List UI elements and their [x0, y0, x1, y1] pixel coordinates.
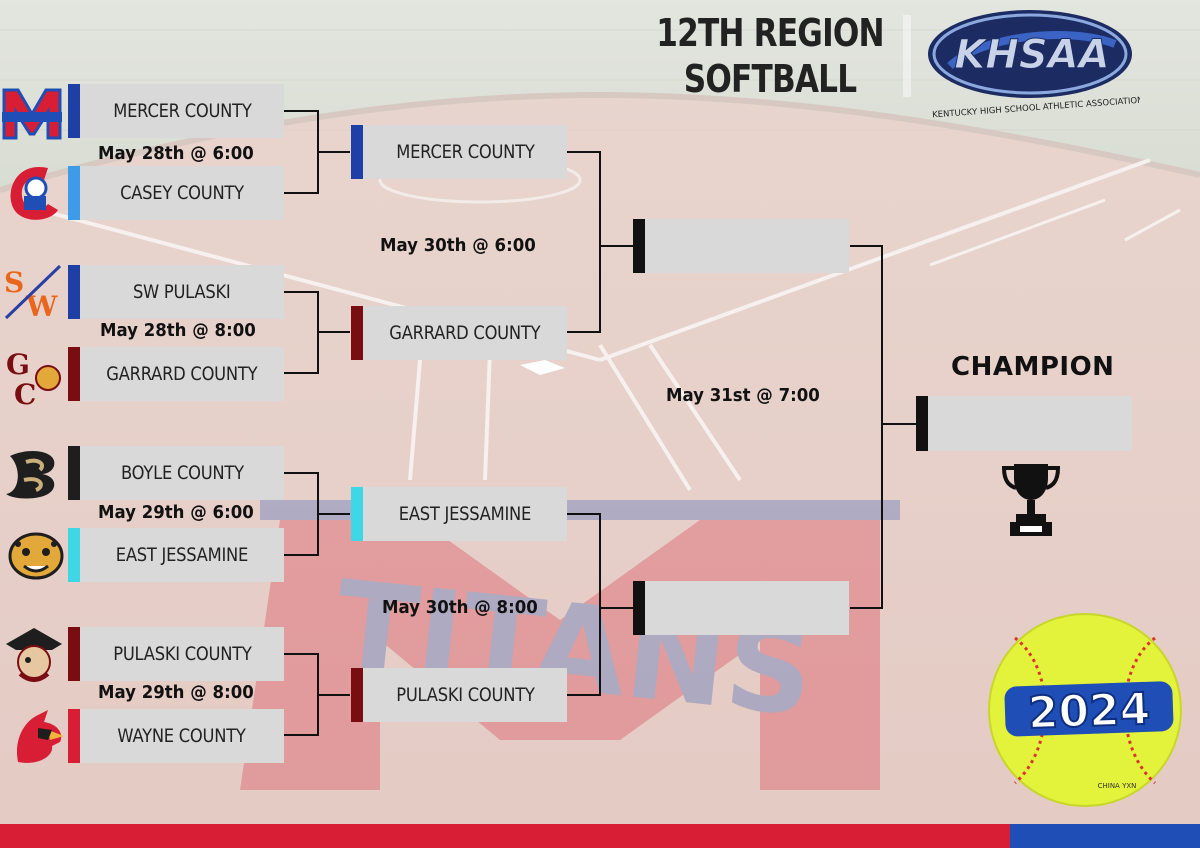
semifinal-slot-1	[645, 219, 849, 273]
team-color-bar	[68, 347, 80, 401]
team-color-bar	[68, 84, 80, 138]
champion-bar	[916, 396, 928, 451]
jaguar-logo	[8, 532, 64, 580]
year-badge-text: 2024	[1027, 684, 1151, 739]
round1-team-5: BOYLE COUNTY	[80, 446, 284, 500]
page-title: 12TH REGION SOFTBALL	[647, 10, 893, 102]
team-color-bar	[68, 265, 80, 319]
title-line-1: 12TH REGION	[656, 11, 884, 55]
trophy-icon	[1001, 464, 1061, 536]
champion-label: CHAMPION	[951, 352, 1115, 382]
round2-team-1: MERCER COUNTY	[363, 125, 567, 179]
round1-team-2: CASEY COUNTY	[80, 166, 284, 220]
team-color-bar	[351, 487, 363, 541]
team-color-bar	[68, 528, 80, 582]
title-line-2: SOFTBALL	[683, 57, 857, 101]
softball-2024-graphic: 2024 CHINA YXN	[988, 613, 1182, 807]
team-color-bar	[68, 627, 80, 681]
casey-rebel-logo	[10, 166, 58, 220]
garrard-gc-logo: G C	[6, 348, 61, 408]
round1-date-2: May 28th @ 8:00	[100, 320, 256, 341]
round1-team-6: EAST JESSAMINE	[80, 528, 284, 582]
svg-text:S: S	[4, 266, 24, 299]
mercer-titans-logo	[2, 88, 62, 140]
khsaa-logo-text: KHSAA	[954, 32, 1109, 78]
team-color-bar	[351, 125, 363, 179]
round1-date-1: May 28th @ 6:00	[98, 143, 254, 164]
team-color-bar	[68, 709, 80, 763]
sw-pulaski-logo: S W	[4, 264, 62, 323]
semifinal-bar	[633, 581, 645, 635]
round2-team-4: PULASKI COUNTY	[363, 668, 567, 722]
khsaa-logo: KHSAA KENTUCKY HIGH SCHOOL ATHLETIC ASSO…	[928, 10, 1140, 120]
team-color-bar	[68, 446, 80, 500]
team-color-bar	[351, 668, 363, 722]
svg-text:C: C	[14, 378, 36, 408]
title-divider	[903, 15, 911, 97]
final-date: May 31st @ 7:00	[666, 385, 820, 406]
semifinal-bar	[633, 219, 645, 273]
boyle-b-logo	[6, 451, 55, 499]
svg-text:G: G	[6, 348, 30, 381]
round1-team-8: WAYNE COUNTY	[80, 709, 284, 763]
team-color-bar	[351, 306, 363, 360]
footer-blue-stripe	[1010, 824, 1200, 848]
pirate-logo	[6, 628, 62, 682]
round2-date-1: May 30th @ 6:00	[380, 235, 536, 256]
round1-team-4: GARRARD COUNTY	[80, 347, 284, 401]
round1-date-3: May 29th @ 6:00	[98, 502, 254, 523]
champion-slot	[928, 396, 1132, 451]
footer-red-stripe	[0, 824, 1010, 848]
cardinal-logo	[16, 710, 64, 763]
round2-team-2: GARRARD COUNTY	[363, 306, 567, 360]
round1-team-7: PULASKI COUNTY	[80, 627, 284, 681]
ball-imprint-text: CHINA YXN	[1098, 782, 1137, 790]
semifinal-slot-2	[645, 581, 849, 635]
team-color-bar	[68, 166, 80, 220]
round1-team-3: SW PULASKI	[80, 265, 284, 319]
round1-date-4: May 29th @ 8:00	[98, 682, 254, 703]
round2-date-2: May 30th @ 8:00	[382, 597, 538, 618]
round1-team-1: MERCER COUNTY	[80, 84, 284, 138]
round2-team-3: EAST JESSAMINE	[363, 487, 567, 541]
